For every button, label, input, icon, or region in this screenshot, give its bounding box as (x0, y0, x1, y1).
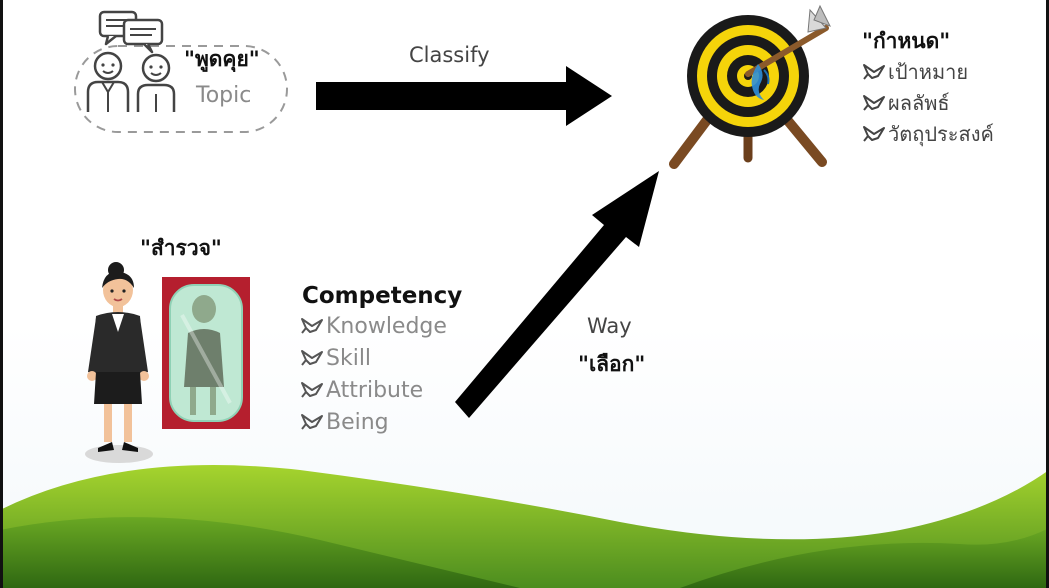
competency-item: Skill (300, 342, 447, 374)
chat-people-icon (74, 10, 288, 133)
competency-item: Being (300, 406, 447, 438)
mirror-reflection-illustration (162, 277, 250, 429)
competency-item-label: Attribute (326, 377, 424, 403)
competency-item-label: Skill (326, 345, 372, 371)
grass-hills (0, 465, 1049, 588)
goal-item: วัตถุประสงค์ (862, 118, 994, 149)
dove-bullet-icon (301, 382, 323, 398)
goal-title: "กำหนด" (862, 29, 951, 53)
competency-item-label: Being (326, 409, 389, 435)
classify-label: Classify (409, 43, 490, 67)
dove-bullet-icon (301, 318, 323, 334)
goal-item-label: เป้าหมาย (888, 59, 969, 84)
dove-bullet-icon (301, 414, 323, 430)
goal-item-label: วัตถุประสงค์ (888, 121, 994, 146)
dove-bullet-icon (301, 350, 323, 366)
competency-item-label: Knowledge (326, 313, 447, 339)
survey-title: "สำรวจ" (140, 236, 222, 260)
dove-bullet-icon (863, 125, 885, 142)
talk-topic-label: Topic (196, 83, 252, 108)
classify-arrow (316, 66, 612, 126)
goal-item-label: ผลลัพธ์ (888, 90, 950, 115)
way-label: Way (587, 314, 632, 338)
dove-bullet-icon (863, 94, 885, 111)
competency-item: Knowledge (300, 310, 447, 342)
way-choose-label: "เลือก" (578, 352, 646, 376)
competency-item: Attribute (300, 374, 447, 406)
dove-bullet-icon (863, 63, 885, 80)
competency-title: Competency (302, 283, 463, 309)
goal-item: เป้าหมาย (862, 56, 994, 87)
way-arrow (455, 171, 659, 418)
goal-item: ผลลัพธ์ (862, 87, 994, 118)
goal-list: เป้าหมาย ผลลัพธ์ วัตถุประสงค์ (862, 56, 994, 149)
competency-list: Knowledge Skill Attribute Being (300, 310, 447, 438)
talk-title: "พูดคุย" (184, 47, 260, 71)
target-with-arrow-icon (669, 4, 832, 169)
businesswoman-illustration (85, 262, 153, 463)
